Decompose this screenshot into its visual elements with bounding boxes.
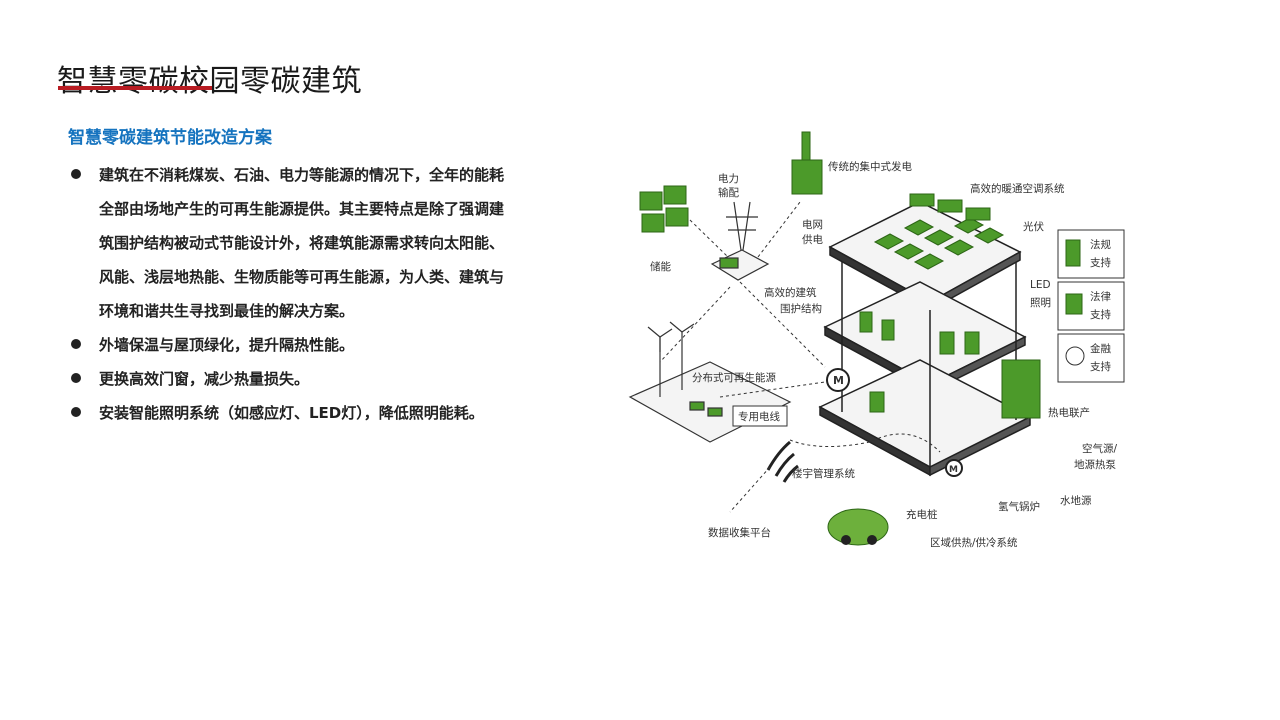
- label-regulation: 法规: [1090, 238, 1112, 251]
- support-icons: [1065, 239, 1085, 366]
- finance-icon: [1065, 346, 1085, 366]
- bullet-item: 安装智能照明系统（如感应灯、LED灯），降低照明能耗。: [70, 396, 510, 430]
- label-power-dist: 输配: [718, 186, 739, 199]
- label-heatpump: 空气源/: [1082, 442, 1117, 455]
- label-pv: 光伏: [1023, 220, 1045, 233]
- power-plant-icon: [791, 131, 823, 195]
- interior-equipment-icon: [859, 311, 1041, 419]
- solar-panel-icon: [873, 217, 1005, 270]
- label-grid: 供电: [802, 233, 823, 246]
- label-chp: 热电联产: [1048, 406, 1090, 419]
- label-finance: 支持: [1090, 360, 1112, 373]
- motor-label: M: [949, 465, 958, 475]
- label-h2-boiler: 氢气锅炉: [998, 500, 1040, 513]
- building-icon: [818, 201, 1032, 477]
- battery-storage-icon: [639, 185, 689, 233]
- law-book-icon: [1065, 293, 1083, 315]
- bullet-item: 更换高效门窗，减少热量损失。: [70, 362, 510, 396]
- label-power-dist: 电力: [718, 172, 739, 185]
- bullet-dot-icon: [71, 407, 81, 417]
- bullet-dot-icon: [71, 339, 81, 349]
- section-subtitle: 智慧零碳建筑节能改造方案: [68, 128, 272, 148]
- bullet-dot-icon: [71, 169, 81, 179]
- power-tower-icon: [710, 201, 770, 281]
- label-bms: 楼宇管理系统: [792, 467, 855, 480]
- connection-lines: [659, 201, 941, 513]
- label-charger: 充电桩: [906, 508, 938, 521]
- motor-label: M: [833, 374, 844, 387]
- label-led: 照明: [1030, 297, 1051, 309]
- bullet-list: 建筑在不消耗煤炭、石油、电力等能源的情况下，全年的能耗全部由场地产生的可再生能源…: [70, 158, 510, 430]
- bullet-text: 安装智能照明系统（如感应灯、LED灯），降低照明能耗。: [99, 404, 484, 422]
- label-finance: 金融: [1090, 342, 1112, 355]
- label-led: LED: [1030, 279, 1051, 291]
- regulation-icon: [1065, 239, 1081, 267]
- label-district: 区域供热/供冷系统: [930, 536, 1018, 549]
- label-distributed: 分布式可再生能源: [692, 371, 776, 384]
- hvac-unit-icon: [909, 193, 991, 221]
- electric-car-icon: [827, 508, 889, 546]
- zero-carbon-building-diagram: M M 传统的集中式发电 电力 输配 电网 供电 储能 高效的暖通空调系统 光伏…: [628, 131, 1125, 549]
- label-law: 支持: [1090, 308, 1112, 321]
- label-regulation: 支持: [1090, 256, 1112, 269]
- label-envelope: 围护结构: [780, 302, 822, 315]
- label-heatpump: 地源热泵: [1074, 458, 1116, 471]
- label-water-source: 水地源: [1060, 494, 1092, 507]
- label-grid: 电网: [802, 218, 823, 231]
- motor-icon: M M: [826, 368, 963, 477]
- label-traditional-power: 传统的集中式发电: [828, 160, 912, 173]
- bullet-item: 外墙保温与屋顶绿化，提升隔热性能。: [70, 328, 510, 362]
- bullet-text: 建筑在不消耗煤炭、石油、电力等能源的情况下，全年的能耗全部由场地产生的可再生能源…: [99, 166, 505, 320]
- bullet-text: 外墙保温与屋顶绿化，提升隔热性能。: [99, 336, 355, 354]
- label-storage: 储能: [650, 260, 671, 273]
- label-hvac: 高效的暖通空调系统: [970, 182, 1065, 195]
- label-law: 法律: [1090, 290, 1112, 303]
- bullet-item: 建筑在不消耗煤炭、石油、电力等能源的情况下，全年的能耗全部由场地产生的可再生能源…: [70, 158, 510, 328]
- label-envelope: 高效的建筑: [764, 286, 817, 299]
- title-underline: [58, 86, 212, 90]
- bullet-dot-icon: [71, 373, 81, 383]
- label-dedicated-line: 专用电线: [738, 410, 780, 423]
- page-title: 智慧零碳校园零碳建筑: [57, 64, 362, 100]
- label-data-platform: 数据收集平台: [708, 526, 771, 539]
- dedicated-line-box: [732, 405, 788, 427]
- bullet-text: 更换高效门窗，减少热量损失。: [99, 370, 310, 388]
